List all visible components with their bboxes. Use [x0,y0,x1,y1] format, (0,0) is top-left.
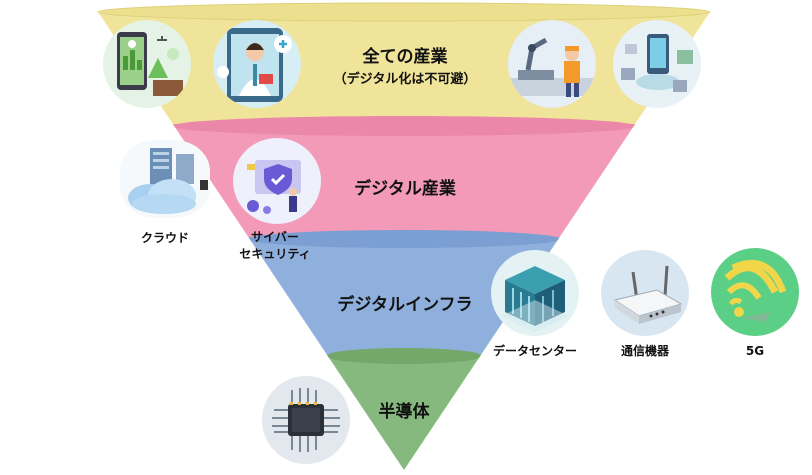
datacenter-rack-icon [491,250,579,336]
smartphone-farming-icon [103,20,191,108]
layer-top-green [326,348,482,364]
cyber-security-shield-icon [233,138,321,224]
item-label-cloud: クラウド [140,231,189,245]
semiconductor-chip-icon [262,376,350,464]
layer-title-semiconductor: 半導体 [378,402,430,422]
layer-title-digital-industries: デジタル産業 [354,179,456,199]
item-label-cyber-line2: セキュリティ [239,247,311,261]
layer-top-pink [172,116,636,136]
layer-subtitle-all-industries: （デジタル化は不可避） [333,72,477,87]
layer-title-digital-infra: デジタルインフラ [337,295,473,315]
smart-city-phone-icon [613,20,701,108]
doctor-telemedicine-icon [213,20,301,108]
layer-top-blue [248,230,560,248]
item-label-comm: 通信機器 [620,344,669,358]
item-label-5g: 5G [745,344,765,358]
item-label-cyber-line1: サイバー [251,230,299,244]
item-label-datacenter: データセンター [492,344,577,358]
5g-signal-icon [711,248,799,336]
router-icon [601,250,689,336]
funnel-top-rim [97,2,711,22]
layer-title-all-industries: 全ての産業 [362,47,448,67]
cloud-server-icon [120,140,210,218]
layer-yellow [98,12,710,130]
factory-robot-icon [508,20,596,108]
